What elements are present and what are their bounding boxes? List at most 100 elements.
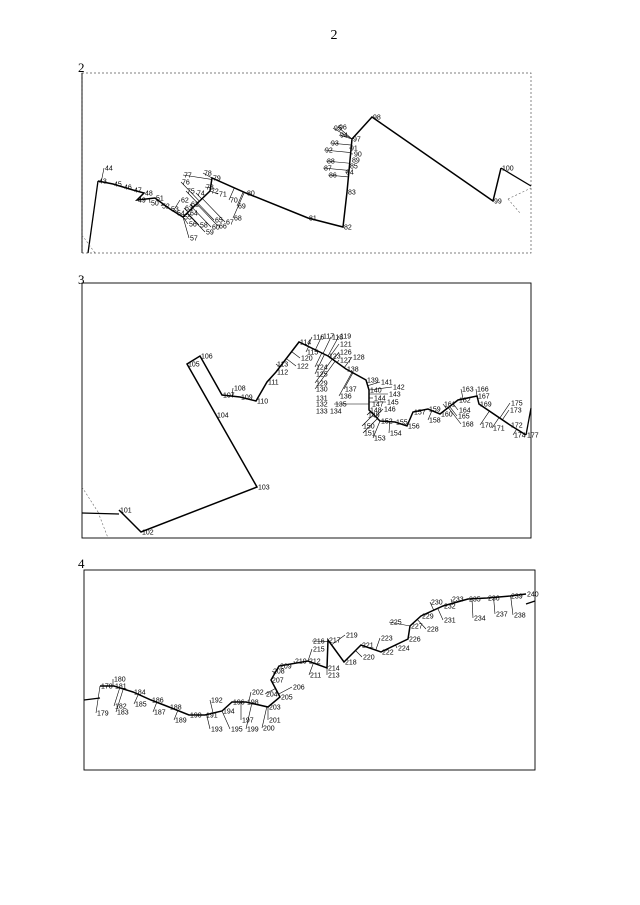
station-label: 237 [496,612,508,619]
station-leader [510,595,514,616]
station-label: 77 [184,173,192,180]
panel-2-route [97,116,502,228]
station-label: 233 [452,597,464,604]
station-leader [172,199,181,212]
station-label: 138 [347,367,359,374]
station-label: 60 [212,225,220,232]
station-leader [448,407,462,425]
station-leader [311,640,328,642]
station-label: 172 [511,423,523,430]
station-leader [323,149,351,153]
station-label: 188 [170,705,182,712]
station-label: 200 [263,726,275,733]
station-leader [278,686,293,695]
station-leader [367,381,381,386]
station-leader [450,598,453,604]
station-label: 137 [345,387,357,394]
station-label: 61 [191,202,199,209]
station-label: 180 [114,677,126,684]
station-label: 68 [234,216,242,223]
station-label: 230 [431,600,443,607]
station-label: 66 [219,224,227,231]
station-leader [429,601,435,611]
station-leader [502,409,510,420]
station-label: 240 [527,592,539,599]
station-label: 90 [354,152,362,159]
station-label: 129 [316,381,328,388]
station-label: 93 [331,141,339,148]
station-label: 234 [474,616,486,623]
station-label: 232 [444,604,456,611]
station-leader [264,688,276,695]
station-label: 116 [313,335,324,342]
station-label: 187 [154,710,166,717]
station-label: 225 [390,620,402,627]
station-label: 112 [277,370,288,377]
station-leader [100,167,105,182]
station-leader [209,699,214,714]
station-leader [512,428,517,436]
station-leader [202,198,226,223]
station-label: 49 [138,198,146,205]
station-leader [331,634,346,646]
station-leader [236,191,244,207]
station-label: 106 [201,354,213,361]
station-leader [209,190,219,195]
station-label: 148 [370,408,382,415]
station-label: 141 [381,380,393,387]
station-label: 73 [206,185,214,192]
station-leader [183,207,189,213]
station-label: 206 [293,685,305,692]
station-leader [315,335,323,351]
station-label: 162 [459,398,471,405]
station-label: 92 [325,148,333,155]
station-label: 115 [307,350,318,357]
station-label: 102 [142,530,154,537]
station-label: 238 [514,613,526,620]
panel-4-frame [83,569,536,771]
station-label: 144 [374,396,386,403]
station-leader [228,187,235,201]
station-label: 76 [182,180,190,187]
station-leader [307,648,313,662]
station-leader [115,688,124,713]
station-leader [361,414,374,427]
route-line [100,593,527,716]
station-label: 136 [340,394,352,401]
station-leader [452,403,459,411]
station-label: 131 [316,396,328,403]
station-leader [180,181,200,202]
panel-2-label: 2 [78,60,85,75]
station-label: 114 [300,340,311,347]
station-label: 128 [353,355,365,362]
station-label: 159 [429,407,441,414]
station-leader [338,134,353,140]
station-label: 139 [367,378,379,385]
station-leader [491,417,500,429]
station-leader [337,126,353,140]
station-leader [113,687,121,707]
station-leader [479,410,490,426]
station-leader [197,202,215,221]
station-label: 103 [258,485,270,492]
station-label: 45 [114,182,122,189]
station-label: 118 [332,335,343,342]
station-leader [442,403,447,409]
station-label: 168 [462,422,474,429]
station-label: 181 [115,684,127,691]
station-label: 91 [350,146,358,153]
station-label: 96 [339,125,347,132]
station-label: 177 [527,433,539,440]
station-label: 147 [372,402,384,409]
station-label: 121 [340,342,352,349]
station-leader [314,354,325,375]
station-label: 87 [324,166,332,173]
station-label: 110 [257,399,268,406]
station-label: 202 [252,690,264,697]
station-label: 226 [409,637,421,644]
station-label: 211 [310,673,321,680]
station-label: 69 [238,204,246,211]
